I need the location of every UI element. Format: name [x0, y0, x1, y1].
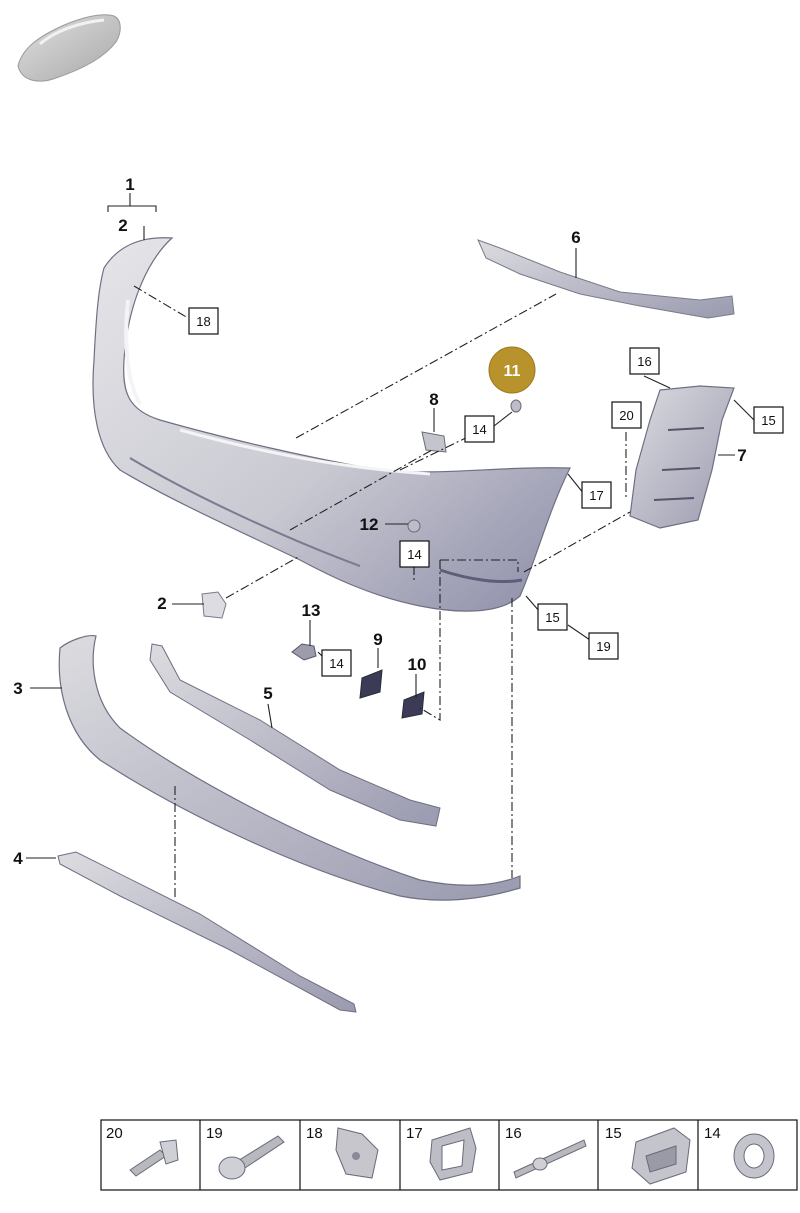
box-ref-14-c[interactable]: 14 — [321, 649, 352, 677]
callout-8[interactable]: 8 — [429, 390, 438, 409]
clip-nut-icon — [335, 1127, 379, 1179]
leader-lines — [26, 193, 755, 859]
small-parts-drawing — [201, 399, 522, 719]
svg-text:19: 19 — [206, 1125, 223, 1142]
fastener-cell-17[interactable]: 17 — [406, 1125, 477, 1181]
callout-5[interactable]: 5 — [263, 684, 272, 703]
ring-icon — [733, 1133, 775, 1179]
svg-text:14: 14 — [407, 547, 421, 562]
reinforcement-bar-drawing — [477, 239, 735, 319]
expansion-nut-icon — [631, 1127, 691, 1185]
push-rivet-icon — [129, 1139, 179, 1177]
box-ref-14-b[interactable]: 14 — [399, 540, 430, 568]
callout-numbers: 1 2 6 7 8 12 2 13 9 10 5 3 4 — [13, 175, 746, 868]
box-ref-19[interactable]: 19 — [588, 632, 619, 660]
callout-6[interactable]: 6 — [571, 228, 580, 247]
box-ref-14-a[interactable]: 14 — [464, 415, 495, 443]
fastener-cell-19[interactable]: 19 — [206, 1125, 285, 1180]
svg-text:17: 17 — [406, 1125, 423, 1142]
callout-13[interactable]: 13 — [302, 601, 321, 620]
fastener-strip: 20 19 18 17 — [100, 1119, 798, 1191]
svg-text:14: 14 — [472, 422, 486, 437]
lower-trim-drawing — [57, 851, 357, 1013]
fastener-cell-16[interactable]: 16 — [505, 1125, 587, 1179]
svg-text:18: 18 — [306, 1125, 323, 1142]
callout-3[interactable]: 3 — [13, 679, 22, 698]
box-ref-15-b[interactable]: 15 — [537, 603, 568, 631]
boxed-references: 18 14 14 14 16 20 15 17 — [188, 307, 784, 677]
lower-spoiler-drawing — [58, 635, 521, 901]
callout-9[interactable]: 9 — [373, 630, 382, 649]
svg-text:19: 19 — [596, 639, 610, 654]
box-ref-16[interactable]: 16 — [629, 347, 660, 375]
svg-text:15: 15 — [605, 1125, 622, 1142]
highlight-label: 11 — [504, 363, 521, 380]
grille-bracket-drawing — [629, 385, 735, 529]
svg-text:20: 20 — [106, 1125, 123, 1142]
svg-text:15: 15 — [545, 610, 559, 625]
callout-10[interactable]: 10 — [408, 655, 427, 674]
box-ref-18[interactable]: 18 — [188, 307, 219, 335]
svg-text:14: 14 — [704, 1125, 721, 1142]
callout-4[interactable]: 4 — [13, 849, 23, 868]
fastener-cell-15[interactable]: 15 — [605, 1125, 691, 1185]
bolt-icon — [218, 1135, 285, 1180]
callout-12[interactable]: 12 — [360, 515, 379, 534]
fastener-cell-20[interactable]: 20 — [106, 1125, 179, 1177]
svg-text:15: 15 — [761, 413, 775, 428]
trim-strip-drawing — [149, 643, 441, 827]
svg-text:14: 14 — [329, 656, 343, 671]
vehicle-thumbnail — [17, 14, 121, 82]
retainer-clip-icon — [429, 1127, 477, 1181]
box-ref-20[interactable]: 20 — [611, 401, 642, 429]
svg-text:16: 16 — [505, 1125, 522, 1142]
svg-text:20: 20 — [619, 408, 633, 423]
highlight-callout-11[interactable]: 11 — [488, 346, 536, 394]
fastener-cell-14[interactable]: 14 — [704, 1125, 775, 1179]
bumper-cover-drawing — [92, 237, 571, 612]
callout-7[interactable]: 7 — [737, 446, 746, 465]
svg-text:17: 17 — [589, 488, 603, 503]
callout-1[interactable]: 1 — [125, 175, 134, 194]
svg-text:18: 18 — [196, 314, 210, 329]
box-ref-17[interactable]: 17 — [581, 481, 612, 509]
callout-2-lower[interactable]: 2 — [157, 594, 166, 613]
box-ref-15-a[interactable]: 15 — [753, 406, 784, 434]
fastener-cell-18[interactable]: 18 — [306, 1125, 379, 1179]
svg-text:16: 16 — [637, 354, 651, 369]
callout-2-top[interactable]: 2 — [118, 216, 127, 235]
screw-icon — [513, 1139, 587, 1179]
